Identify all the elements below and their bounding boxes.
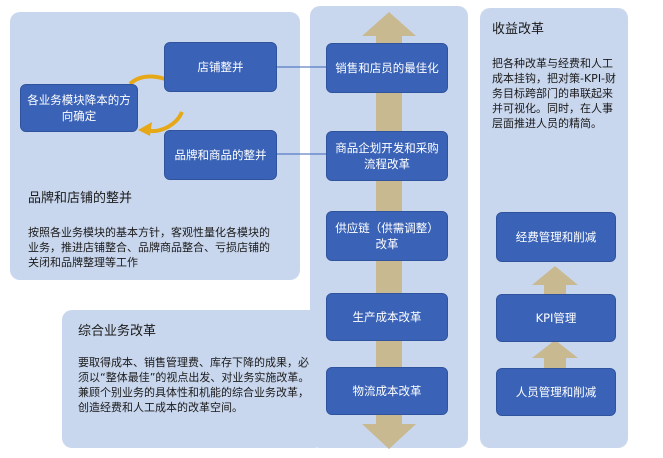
middle-box-planning-procurement: 商品企划开发和采购流程改革 [326,131,448,181]
right-box-expense-management: 经费管理和削减 [496,212,616,262]
middle-box-logistics-cost: 物流成本改革 [326,367,448,415]
bottom-left-panel [62,310,324,448]
left-panel-body: 按照各业务模块的基本方针，客观性量化各模块的业务，推进店铺整合、品牌商品整合、亏… [28,226,270,269]
middle-box-supply-chain: 供应链（供需调整）改革 [326,211,448,261]
cycle-arrow-bottom-head [138,122,152,136]
right-panel-heading: 收益改革 [492,22,545,37]
center-cost-direction-box: 各业务模块降本的方向确定 [20,84,138,132]
bottom-left-body: 要取得成本、销售管理费、库存下降的成果，必须以“整体最佳”的视点出发、对业务实施… [78,356,310,414]
middle-box-sales-staff: 销售和店员的最佳化 [326,43,448,93]
brand-consolidation-box: 品牌和商品的整并 [164,130,277,180]
store-consolidation-box: 店铺整并 [164,42,277,92]
bottom-left-heading: 综合业务改革 [78,324,157,339]
right-panel-body: 把各种改革与经费和人工成本挂钩，把对策-KPI-财务目标跨部门的串联起来并可视化… [492,57,617,130]
middle-box-production-cost: 生产成本改革 [326,293,448,341]
left-panel-heading: 品牌和店铺的整并 [28,191,133,206]
cycle-arrow-bottom [145,111,184,133]
right-box-kpi-management: KPI管理 [496,294,616,342]
right-box-personnel-management: 人员管理和削减 [496,368,616,416]
